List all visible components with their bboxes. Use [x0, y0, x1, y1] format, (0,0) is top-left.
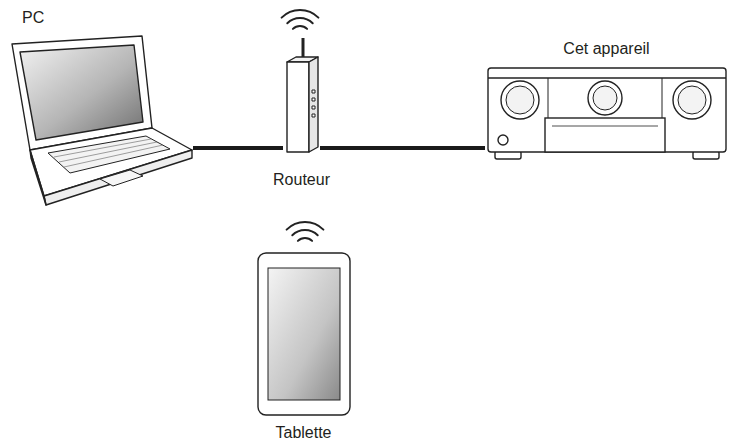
network-cable: [193, 146, 283, 150]
tablet-drawing: [258, 253, 350, 415]
device-label: PC: [22, 9, 44, 27]
device-label: Cet appareil: [563, 40, 649, 58]
receiver-panel-line: [662, 78, 663, 118]
receiver-display: [545, 118, 665, 152]
keyboard-rows: [54, 139, 163, 167]
device-node: Tablette: [255, 250, 352, 418]
wifi-symbol: [287, 222, 324, 241]
router-front: [287, 62, 309, 152]
receiver-knob: [673, 81, 711, 119]
device-node: PC: [5, 35, 193, 207]
network-cable: [320, 146, 485, 150]
device-node: Cet appareil: [485, 65, 728, 160]
tablet-screen: [268, 268, 340, 400]
receiver-knob: [506, 86, 534, 114]
tablet-body: [258, 253, 350, 415]
laptop-drawing: [12, 36, 192, 205]
receiver-knob: [501, 81, 539, 119]
router-drawing: [287, 38, 318, 152]
receiver-top-edge: [488, 77, 726, 78]
receiver-knob: [678, 86, 706, 114]
device-node: Routeur: [283, 38, 320, 158]
wifi-symbol: [282, 10, 319, 29]
device-label: Routeur: [273, 171, 330, 189]
device-label: Tablette: [275, 424, 331, 442]
router-side: [309, 57, 318, 152]
receiver-drawing: [488, 68, 726, 159]
receiver-display-line: [552, 126, 658, 127]
headphone-jack: [498, 135, 508, 145]
router-leds: [312, 90, 315, 117]
receiver-knob: [588, 81, 622, 115]
receiver-knob: [593, 86, 617, 110]
laptop-touchpad: [100, 170, 143, 186]
receiver-panel-line: [548, 78, 549, 118]
laptop-keyboard: [48, 136, 170, 173]
receiver-body: [488, 68, 726, 152]
laptop-side: [30, 150, 46, 205]
laptop-screen: [20, 45, 143, 140]
